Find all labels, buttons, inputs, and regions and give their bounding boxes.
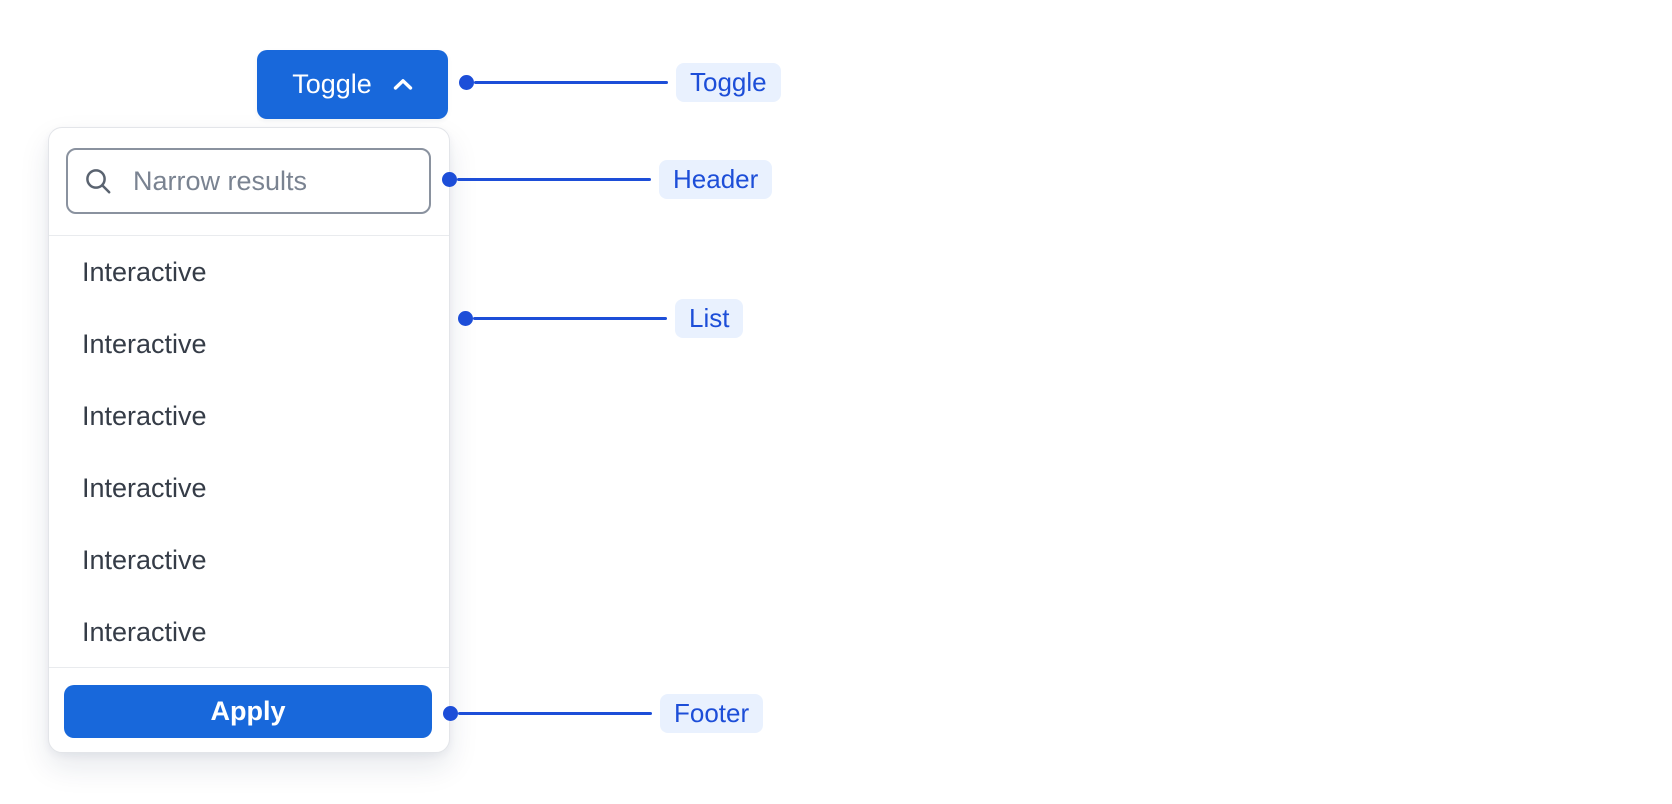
annotation-line [458,711,652,715]
annotation-label-toggle: Toggle [676,62,781,102]
toggle-button[interactable]: Toggle [257,50,448,119]
search-field[interactable] [66,148,431,214]
list-item-label: Interactive [82,400,207,431]
annotation-footer: Footer [443,693,764,733]
annotation-line [457,177,651,181]
annotation-toggle: Toggle [459,62,781,102]
list-item[interactable]: Interactive [49,452,449,524]
apply-button[interactable]: Apply [64,685,432,738]
annotation-line [474,80,668,84]
search-icon [84,167,112,195]
list-item[interactable]: Interactive [49,236,449,308]
dropdown-list: Interactive Interactive Interactive Inte… [49,236,449,667]
list-item[interactable]: Interactive [49,380,449,452]
list-item[interactable]: Interactive [49,524,449,596]
dropdown-footer: Apply [49,667,449,752]
annotation-list: List [458,298,744,338]
toggle-button-label: Toggle [292,69,372,99]
list-item[interactable]: Interactive [49,308,449,380]
annotation-dot [442,171,457,187]
dropdown-panel: Interactive Interactive Interactive Inte… [48,127,450,753]
annotation-label-header: Header [659,159,773,199]
annotation-label-list: List [675,298,744,338]
search-input[interactable] [133,165,415,197]
chevron-up-icon [393,78,413,91]
list-item-label: Interactive [82,328,207,359]
annotation-dot [443,705,458,721]
annotation-dot [459,74,474,90]
annotation-dot [458,310,473,326]
list-item-label: Interactive [82,256,207,287]
list-item-label: Interactive [82,472,207,503]
list-item-label: Interactive [82,616,207,647]
dropdown-header [49,128,449,236]
annotation-label-footer: Footer [660,693,764,733]
annotation-header: Header [442,159,773,199]
annotation-line [473,316,667,320]
list-item-label: Interactive [82,544,207,575]
list-item[interactable]: Interactive [49,596,449,667]
